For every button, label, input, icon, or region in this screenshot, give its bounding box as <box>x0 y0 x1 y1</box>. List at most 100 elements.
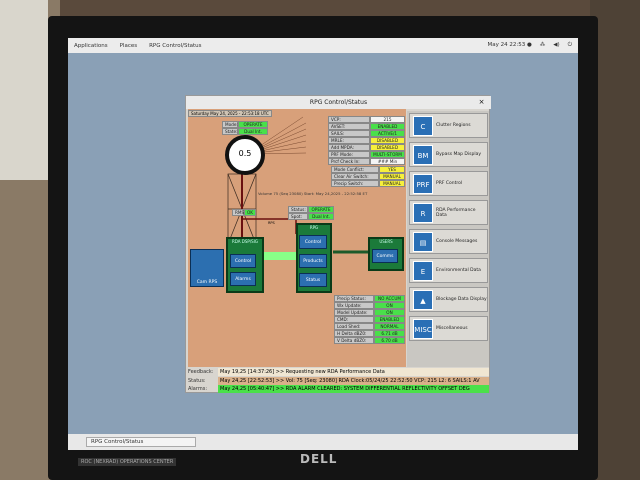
message-label: Status: <box>188 377 206 384</box>
rda-alarms-button[interactable]: Alarms <box>230 272 256 286</box>
side-button-icon: C <box>413 115 433 136</box>
rda-status-label: Status: <box>288 206 308 213</box>
message-row: Alarms: May 24,25 [05:40:47] >> RDA ALARM… <box>188 385 489 393</box>
row-value: 6.70 dB <box>374 337 405 344</box>
taskbar-item[interactable]: RPG Control/Status <box>86 437 196 447</box>
state-label: State: <box>222 128 238 135</box>
top-bar: Applications Places RPG Control/Status M… <box>68 38 578 53</box>
row-label: Wx Update: <box>334 302 374 309</box>
row-label: SAILS: <box>328 130 370 137</box>
datetime: Saturday May 24, 2025 - 22:53:18 UTC <box>188 110 272 117</box>
rps-link-label: RPS <box>268 221 275 225</box>
row-value: ON <box>374 309 405 316</box>
row-value: 215 <box>370 116 405 123</box>
side-button-label: Miscellaneous <box>436 326 468 331</box>
state-value: Dual Int. <box>238 128 268 135</box>
mode-value: OPERATE <box>238 121 268 128</box>
close-button[interactable]: × <box>478 98 485 106</box>
row-label: Mode Conflict: <box>331 166 379 173</box>
wall <box>590 0 640 480</box>
side-button-label: PRF Control <box>436 181 463 186</box>
side-button-label: Console Messages <box>436 239 478 244</box>
rda-node-label: RDA DSP/SIG <box>232 239 258 244</box>
side-button-label: Bypass Map Display <box>436 152 481 157</box>
side-button-icon: BM <box>413 144 433 165</box>
spot-label: Spot: <box>288 213 308 220</box>
monitor-label: ROC (NEXRAD) OPERATIONS CENTER <box>78 458 177 466</box>
message-label: Alarms: <box>188 386 208 392</box>
rpg-node-label: RPG <box>309 225 319 230</box>
places-menu[interactable]: Places <box>119 42 138 49</box>
row-label: CMD: <box>334 316 374 323</box>
row-value: DISABLED <box>370 144 405 151</box>
side-button-icon: ▤ <box>413 231 433 252</box>
row-value: ### Min <box>370 158 405 165</box>
message-text[interactable]: May 24,25 [22:52:53] >> Vol: 75 [Seq: 23… <box>218 376 489 385</box>
row-value: ENABLED <box>374 316 405 323</box>
side-button-icon: MISC <box>413 318 433 339</box>
side-button[interactable]: ▲Blockage Data Display <box>409 287 488 312</box>
row-label: Precip Status: <box>334 295 374 302</box>
message-row: Status: May 24,25 [22:52:53] >> Vol: 75 [… <box>188 376 489 385</box>
message-label: Feedback: <box>188 369 214 375</box>
side-button-icon: PRF <box>413 173 433 194</box>
comms-button[interactable]: Comms <box>372 249 398 263</box>
applications-menu[interactable]: Applications <box>74 42 108 49</box>
rda-control-button[interactable]: Control <box>230 254 256 268</box>
taskbar: RPG Control/Status <box>68 434 578 450</box>
side-button-label: Clutter Regions <box>436 123 471 128</box>
wall-paper <box>0 0 48 180</box>
status-panel: Saturday May 24, 2025 - 22:53:18 UTC 0.5… <box>188 109 406 367</box>
network-icon[interactable]: ⁂ <box>539 42 546 48</box>
row-label: Clear Air Switch: <box>331 173 379 180</box>
row-value: NORMAL <box>374 323 405 330</box>
rms-value: OK <box>244 209 256 216</box>
rda-status-value: OPERATE <box>308 206 334 213</box>
message-text[interactable]: May 24,25 [05:40:47] >> RDA ALARM CLEARE… <box>218 385 489 393</box>
row-value: 6.71 dB <box>374 330 405 337</box>
rpg-control-button[interactable]: Control <box>299 235 327 249</box>
side-button-icon: ▲ <box>413 289 433 310</box>
row-value: ON <box>374 302 405 309</box>
dell-logo: DELL <box>300 452 338 466</box>
side-button-label: RDA Performance Data <box>436 207 476 218</box>
side-button-label: Environmental Data <box>436 268 481 273</box>
elevation-dial <box>225 135 265 175</box>
row-label: VCP: <box>328 116 370 123</box>
row-label: Load Shed: <box>334 323 374 330</box>
message-text[interactable]: May 19,25 [14:37:26] >> Requesting new R… <box>218 368 489 376</box>
row-label: Precip Switch: <box>331 180 379 187</box>
row-label: Model Update: <box>334 309 374 316</box>
window-title: RPG Control/Status <box>186 96 491 109</box>
rpg-status-button[interactable]: Status <box>299 273 327 287</box>
volume-icon[interactable]: ◀) <box>553 42 560 48</box>
message-row: Feedback: May 19,25 [14:37:26] >> Request… <box>188 368 489 376</box>
rpg-control-window: RPG Control/Status × Saturday May 24, 20… <box>185 95 491 393</box>
clock[interactable]: May 24 22:53 ● <box>487 42 532 48</box>
row-value: DISABLED <box>370 137 405 144</box>
active-app[interactable]: RPG Control/Status <box>149 42 202 49</box>
side-button-label: Blockage Data Display <box>436 297 487 302</box>
volume-line: Volume 75 (Seq 23080) Start: May 24,2025… <box>258 191 368 196</box>
side-button[interactable]: ▤Console Messages <box>409 229 488 254</box>
row-label: V Delta dBZ0: <box>334 337 374 344</box>
rpg-products-button[interactable]: Products <box>299 254 327 268</box>
power-icon[interactable]: ⏻ <box>567 42 572 48</box>
row-value: YES <box>379 166 405 173</box>
row-label: PRF Mode: <box>328 151 370 158</box>
spot-value: Dual Int. <box>308 213 334 220</box>
row-label: AVSET: <box>328 123 370 130</box>
side-button-icon: E <box>413 260 433 281</box>
mode-label: Mode: <box>222 121 238 128</box>
tower-node[interactable]: Cam RPS <box>190 249 224 287</box>
row-value: MULTI-STORM <box>370 151 405 158</box>
row-value: ENABLED <box>370 123 405 130</box>
users-node-label: USERS <box>379 239 393 244</box>
row-value: ACTIVE/1 <box>370 130 405 137</box>
